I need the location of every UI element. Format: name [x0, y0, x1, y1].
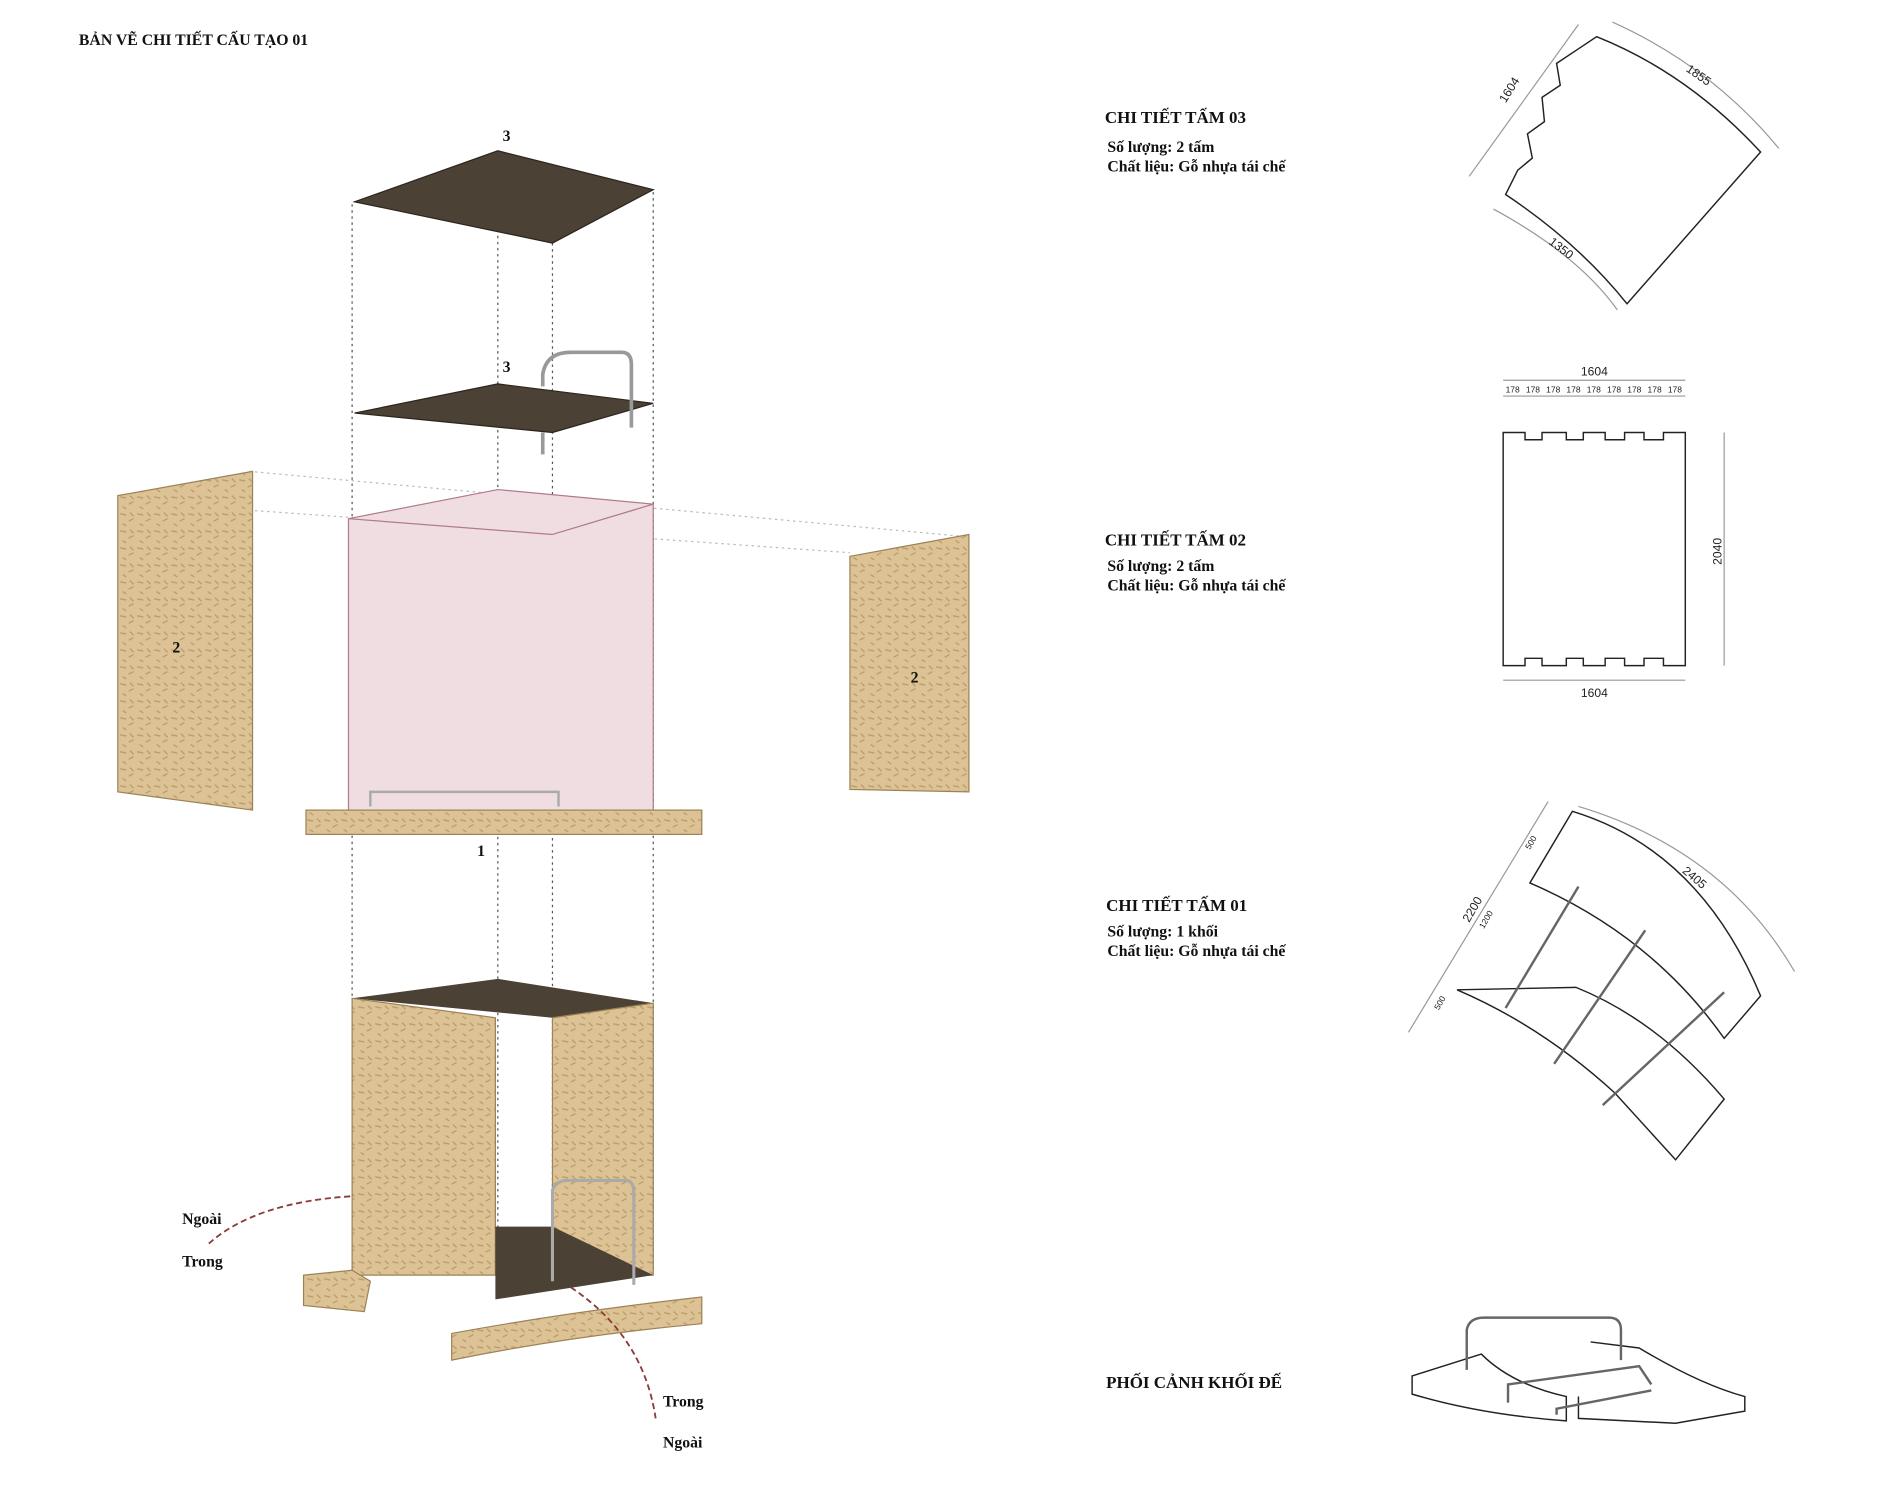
svg-text:CHI TIẾT TẤM 02: CHI TIẾT TẤM 02 — [1105, 530, 1246, 549]
label-inside-left: Trong — [182, 1254, 223, 1271]
label-wall-2-left: 2 — [172, 639, 180, 656]
svg-text:1604: 1604 — [1581, 364, 1608, 378]
svg-text:1604: 1604 — [1496, 75, 1522, 106]
base-perspective — [1411, 1316, 1746, 1425]
assembled-module — [302, 978, 703, 1361]
segment-dimension: 178 — [1627, 384, 1641, 394]
svg-text:Chất liệu: Gỗ nhựa tái chế: Chất liệu: Gỗ nhựa tái chế — [1107, 943, 1286, 960]
segment-dimension: 178 — [1668, 384, 1682, 394]
svg-text:1350: 1350 — [1546, 234, 1576, 262]
panel-3-mid — [354, 383, 654, 434]
svg-text:2040: 2040 — [1711, 538, 1725, 565]
label-outside-left: Ngoài — [182, 1211, 222, 1228]
svg-text:Chất liệu: Gỗ nhựa tái chế: Chất liệu: Gỗ nhựa tái chế — [1107, 577, 1286, 594]
panel-02-elevation: 1604 178 178 178 178 178 178 178 178 178 2040 16… — [1502, 364, 1725, 700]
svg-text:500: 500 — [1432, 994, 1448, 1012]
wall-2-left — [117, 470, 254, 811]
direction-arrow-left — [208, 1195, 353, 1245]
panel-01-plan: 2200 500 1200 500 2405 — [1407, 801, 1796, 1161]
space-volume — [347, 488, 654, 811]
label-inside-bottom: Trong — [663, 1393, 704, 1410]
segment-dimension: 178 — [1526, 384, 1540, 394]
label-outside-bottom: Ngoài — [663, 1435, 703, 1452]
label-base-1: 1 — [477, 843, 485, 860]
direction-arrow-bottom — [570, 1286, 657, 1419]
detail-02-text: CHI TIẾT TẤM 02 Số lượng: 2 tấm Chất liệ… — [1105, 530, 1287, 594]
label-wall-2-right: 2 — [911, 670, 919, 687]
svg-text:2405: 2405 — [1680, 864, 1710, 892]
label-panel-3-mid: 3 — [503, 359, 511, 376]
base-block-1 — [305, 790, 703, 835]
svg-text:Số lượng: 2 tấm: Số lượng: 2 tấm — [1107, 139, 1214, 156]
detail-01-text: CHI TIẾT TẤM 01 Số lượng: 1 khối Chất li… — [1106, 896, 1286, 960]
segment-dimension: 178 — [1587, 384, 1601, 394]
segment-dimension: 178 — [1648, 384, 1662, 394]
panel-3-top — [352, 150, 655, 244]
svg-text:1200: 1200 — [1477, 909, 1495, 931]
svg-text:1604: 1604 — [1581, 686, 1608, 700]
panel-03-plan: 1604 1855 1350 — [1468, 21, 1780, 311]
svg-text:Chất liệu: Gỗ nhựa tái chế: Chất liệu: Gỗ nhựa tái chế — [1107, 158, 1286, 175]
svg-text:1855: 1855 — [1684, 62, 1714, 89]
segment-dimension: 178 — [1566, 384, 1580, 394]
segment-dimension: 178 — [1546, 384, 1560, 394]
drawing-title: BẢN VẼ CHI TIẾT CẤU TẠO 01 — [79, 30, 308, 49]
svg-text:CHI TIẾT TẤM 03: CHI TIẾT TẤM 03 — [1105, 108, 1246, 127]
detail-03-text: CHI TIẾT TẤM 03 Số lượng: 2 tấm Chất liệ… — [1105, 108, 1287, 176]
segment-dimension: 178 — [1506, 384, 1520, 394]
svg-text:500: 500 — [1523, 834, 1539, 852]
svg-text:Số lượng: 2 tấm: Số lượng: 2 tấm — [1107, 558, 1214, 575]
wall-2-right — [849, 533, 970, 793]
perspective-title: PHỐI CẢNH KHỐI ĐẾ — [1106, 1372, 1282, 1392]
handrail-icon — [540, 350, 634, 455]
svg-text:CHI TIẾT TẤM 01: CHI TIẾT TẤM 01 — [1106, 896, 1247, 915]
svg-text:Số lượng: 1 khối: Số lượng: 1 khối — [1107, 923, 1218, 940]
label-panel-3-top: 3 — [503, 128, 511, 145]
segment-dimension: 178 — [1607, 384, 1621, 394]
